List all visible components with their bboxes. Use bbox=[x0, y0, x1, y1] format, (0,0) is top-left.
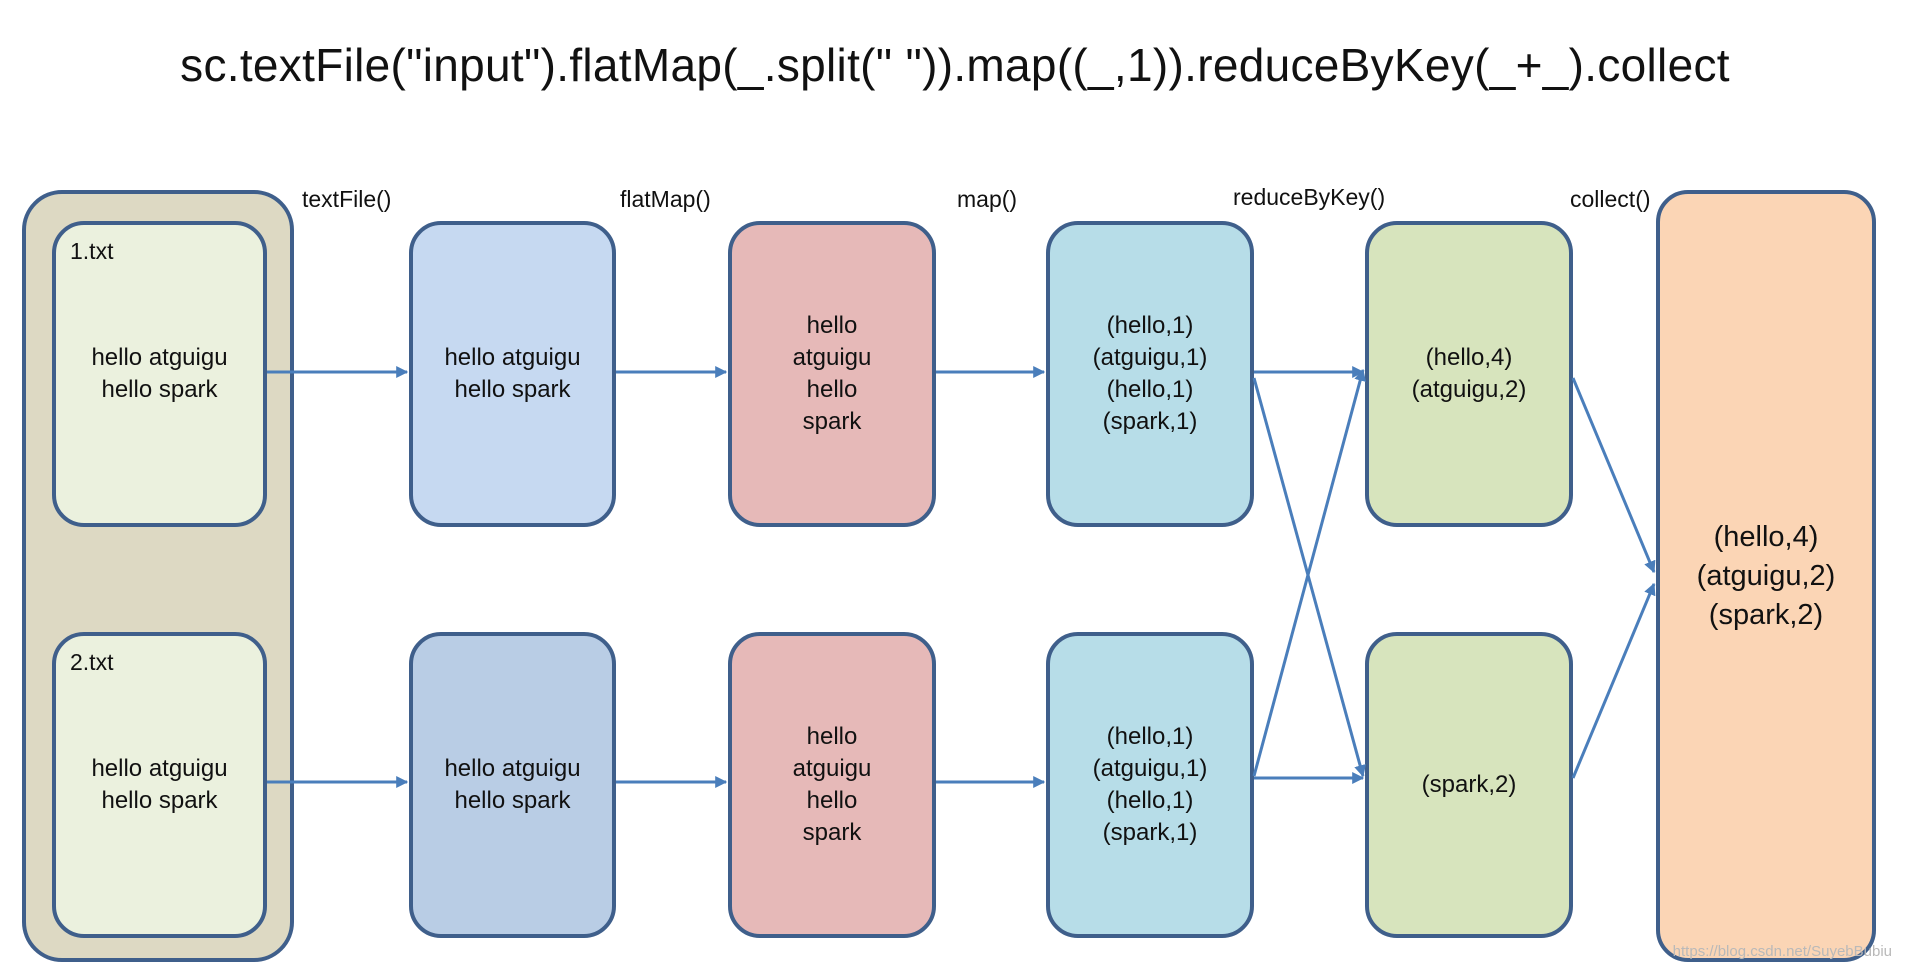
reduce-partition-1: (hello,4) (atguigu,2) bbox=[1365, 221, 1573, 527]
stage-label-reducebykey: reduceByKey() bbox=[1233, 184, 1386, 210]
arrow-reduce1-to-collect bbox=[1571, 377, 1656, 574]
watermark: https://blog.csdn.net/SuyebBubiu bbox=[1672, 943, 1892, 960]
stage-label-collect: collect() bbox=[1570, 186, 1651, 212]
map-partition-1: (hello,1) (atguigu,1) (hello,1) (spark,1… bbox=[1046, 221, 1254, 527]
file-2-box: 2.txt hello atguigu hello spark bbox=[52, 632, 267, 938]
file-1-box: 1.txt hello atguigu hello spark bbox=[52, 221, 267, 527]
stage-label-flatmap: flatMap() bbox=[620, 186, 711, 212]
arrow-reduce2-to-collect bbox=[1571, 582, 1656, 779]
map-partition-2: (hello,1) (atguigu,1) (hello,1) (spark,1… bbox=[1046, 632, 1254, 938]
flatmap-partition-2: hello atguigu hello spark bbox=[728, 632, 936, 938]
flatmap-partition-1: hello atguigu hello spark bbox=[728, 221, 936, 527]
reduce-partition-2: (spark,2) bbox=[1365, 632, 1573, 938]
page-title: sc.textFile("input").flatMap(_.split(" "… bbox=[180, 39, 1730, 91]
stage-label-textfile: textFile() bbox=[302, 186, 392, 212]
stage-label-map: map() bbox=[957, 186, 1018, 212]
file-2-name: 2.txt bbox=[70, 649, 114, 675]
file-1-content: hello atguigu hello spark bbox=[91, 344, 228, 403]
file-2-content: hello atguigu hello spark bbox=[91, 755, 228, 814]
textfile-partition-1: hello atguigu hello spark bbox=[409, 221, 616, 527]
textfile-partition-2: hello atguigu hello spark bbox=[409, 632, 616, 938]
collect-result-box: (hello,4) (atguigu,2) (spark,2) bbox=[1656, 190, 1876, 962]
arrow-map2-to-reduce1 bbox=[1252, 368, 1366, 777]
arrow-map1-to-reduce2 bbox=[1252, 377, 1366, 778]
file-1-name: 1.txt bbox=[70, 238, 114, 264]
